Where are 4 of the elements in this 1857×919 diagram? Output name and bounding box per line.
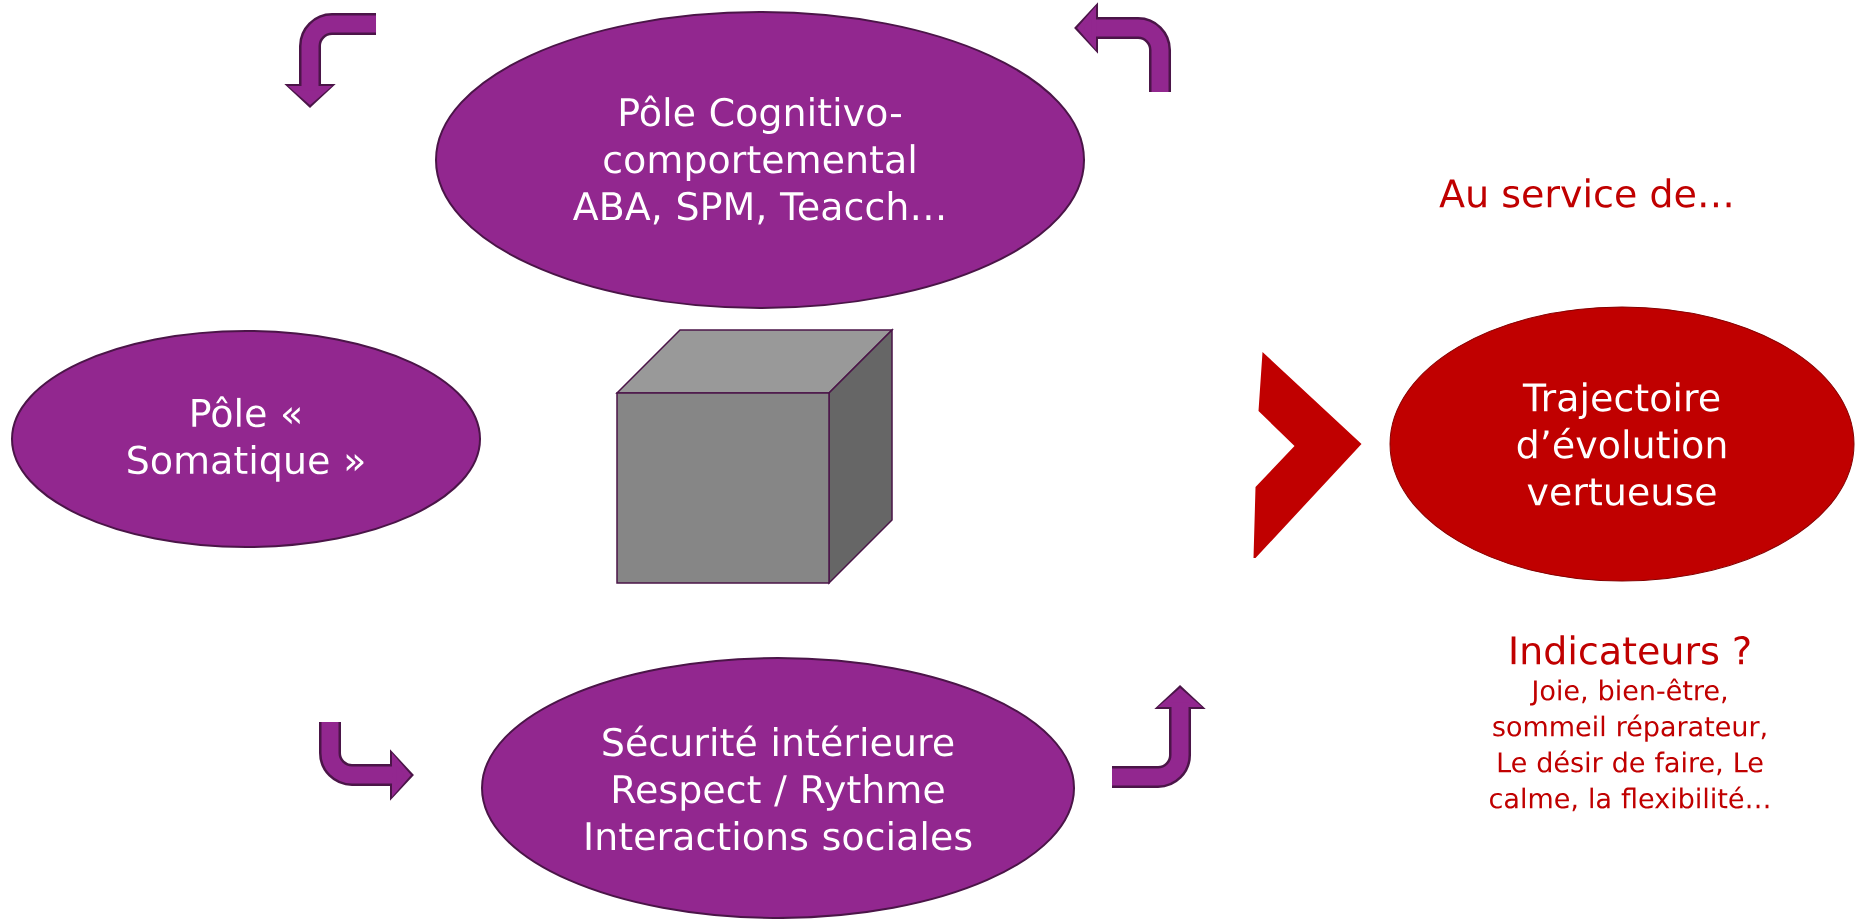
heading-text: Indicateurs ? [1511, 635, 1750, 665]
note-text: Joie, bien-être, sommeil réparateur, Le désir de faire, Le calme, la flexibilité… [1490, 678, 1769, 812]
heading-text: Au service de… [1439, 178, 1731, 208]
chevron-arrow [1253, 352, 1362, 558]
